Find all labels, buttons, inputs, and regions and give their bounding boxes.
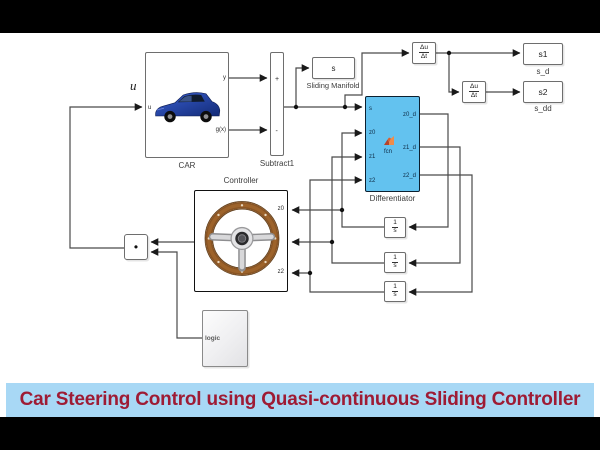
controller-port-z0: z0: [277, 206, 284, 212]
car-port-y-label: y: [223, 75, 226, 81]
differentiator-block[interactable]: s z0 z1 z2 z0_d z1_d z2_d fcn: [365, 96, 420, 192]
subtract-block-label: Subtract1: [259, 159, 295, 168]
differentiator-port-z0d: z0_d: [402, 112, 416, 118]
derivative2-numerator: Δu: [470, 83, 478, 91]
car-image: [155, 92, 221, 123]
derivative1-numerator: Δu: [420, 44, 428, 52]
differentiator-label: Differentiator: [369, 194, 416, 203]
integrator1-denominator: s: [392, 226, 398, 235]
top-letterbox-bar: [0, 0, 600, 33]
s2-block[interactable]: s2: [523, 81, 563, 103]
integrator2-denominator: s: [392, 261, 398, 270]
integrator2-block[interactable]: 1 s: [384, 252, 406, 273]
s1-content: s1: [538, 49, 548, 59]
differentiator-port-z0: z0: [369, 130, 376, 136]
car-port-in-label: u: [148, 105, 152, 111]
differentiator-fcn-label: fcn: [384, 149, 393, 155]
integrator3-numerator: 1: [393, 282, 397, 290]
integrator1-block[interactable]: 1 s: [384, 217, 406, 238]
car-port-gx-label: g(x): [215, 127, 226, 133]
controller-label: Controller: [223, 176, 259, 185]
derivative2-denominator: Δt: [469, 91, 479, 99]
controller-port-z2: z2: [277, 269, 284, 275]
integrator3-denominator: s: [392, 290, 398, 299]
differentiator-port-z1: z1: [369, 154, 376, 160]
title-banner-text: Car Steering Control using Quasi-continu…: [19, 389, 581, 410]
s1-label: s_d: [536, 67, 550, 76]
subtract-minus-label: -: [275, 128, 278, 135]
integrator3-block[interactable]: 1 s: [384, 281, 406, 302]
sliding-manifold-content: s: [331, 63, 336, 73]
car-block[interactable]: u y g(x): [145, 52, 229, 158]
derivative1-denominator: Δt: [419, 52, 429, 60]
logic-block[interactable]: logic: [202, 310, 248, 367]
controller-block[interactable]: z0 z2: [194, 190, 288, 292]
s2-label: s_dd: [534, 104, 552, 113]
subtract-plus-label: +: [275, 76, 280, 83]
product-block[interactable]: •: [124, 234, 148, 260]
bottom-letterbox-bar: [0, 417, 600, 450]
integrator2-numerator: 1: [393, 253, 397, 261]
differentiator-port-z1d: z1_d: [402, 145, 416, 151]
s1-block[interactable]: s1: [523, 43, 563, 65]
title-banner: Car Steering Control using Quasi-continu…: [6, 383, 594, 417]
subtract-block[interactable]: + -: [270, 52, 284, 156]
sliding-manifold-block[interactable]: s: [312, 57, 355, 79]
differentiator-port-z2: z2: [369, 178, 376, 184]
car-block-label: CAR: [178, 161, 196, 170]
steering-wheel-image: [204, 201, 280, 276]
differentiator-port-z2d: z2_d: [402, 173, 416, 179]
matlab-fcn-icon: [384, 136, 394, 145]
sliding-manifold-label: Sliding Manifold: [306, 81, 360, 90]
logic-port-label: logic: [205, 335, 221, 342]
integrator1-numerator: 1: [393, 218, 397, 226]
differentiator-port-s: s: [369, 106, 372, 112]
derivative2-block[interactable]: Δu Δt: [462, 81, 486, 103]
derivative1-block[interactable]: Δu Δt: [412, 42, 436, 64]
signal-label-u: u: [130, 78, 137, 93]
s2-content: s2: [538, 87, 548, 97]
